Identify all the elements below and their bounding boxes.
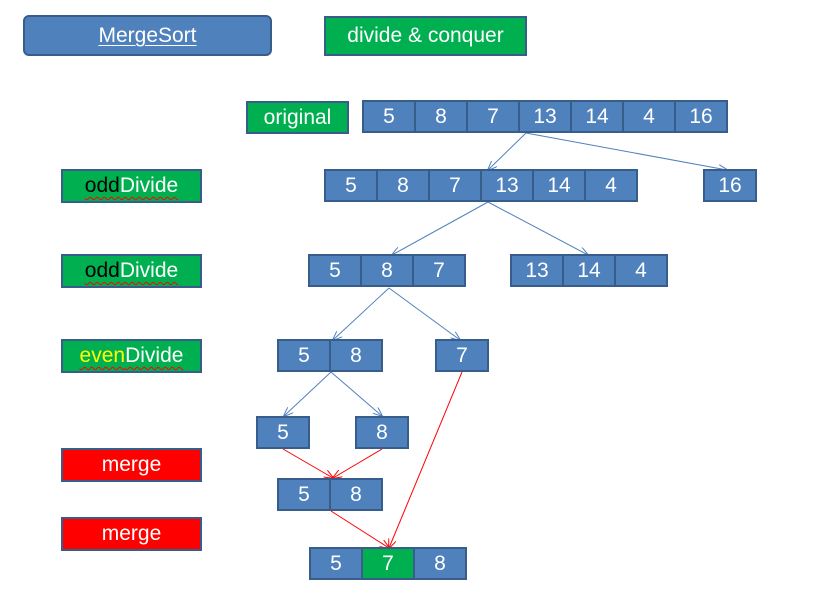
array-cell: 7: [466, 100, 520, 133]
odd-divide-text-1: oddDivide: [85, 174, 178, 198]
divide-suffix-1: Divide: [119, 174, 179, 197]
merge-label-1: merge: [61, 448, 202, 482]
array-original: 5 8 7 13 14 4 16: [362, 100, 728, 133]
array-l2-right: 13 14 4: [510, 254, 668, 287]
array-cell: 8: [413, 547, 467, 580]
odd-divide-label-1: oddDivide: [61, 169, 202, 203]
divide-suffix-3: Divide: [125, 344, 184, 367]
divide-arrow-l1-left: [392, 201, 489, 255]
phase-label: divide & conquer: [324, 16, 527, 56]
array-cell: 5: [309, 547, 363, 580]
merge-arrow-8-to-merged: [333, 448, 383, 478]
array-l4-left: 5: [256, 416, 310, 449]
array-l1-left: 5 8 7 13 14 4: [324, 169, 638, 202]
array-l1-right: 16: [703, 169, 757, 202]
array-cell: 7: [428, 169, 482, 202]
array-cell: 4: [622, 100, 676, 133]
array-cell: 5: [256, 416, 310, 449]
array-merged-1: 5 8: [277, 478, 383, 511]
divide-arrow-original-left: [488, 132, 527, 170]
divide-arrow-l2-left: [333, 287, 390, 340]
array-cell: 5: [308, 254, 362, 287]
array-l3-right: 7: [435, 339, 489, 372]
array-cell: 5: [324, 169, 378, 202]
divide-arrow-l2-right: [388, 287, 460, 340]
array-cell: 14: [532, 169, 586, 202]
array-cell: 5: [362, 100, 416, 133]
array-cell: 14: [562, 254, 616, 287]
even-divide-text: evenDivide: [80, 344, 184, 368]
array-cell: 13: [518, 100, 572, 133]
array-cell: 4: [584, 169, 638, 202]
odd-divide-text-2: oddDivide: [85, 259, 178, 283]
array-cell: 8: [329, 478, 383, 511]
array-l3-left: 5 8: [277, 339, 383, 372]
array-cell: 13: [480, 169, 534, 202]
divide-suffix-2: Divide: [119, 259, 179, 282]
array-cell: 8: [355, 416, 409, 449]
merge-arrow-5-to-merged: [282, 448, 333, 478]
array-merged-2: 5 7 8: [309, 547, 467, 580]
array-cell: 4: [614, 254, 668, 287]
odd-prefix-1: odd: [84, 174, 120, 197]
array-cell: 7: [412, 254, 466, 287]
merge-arrow-7-to-final: [389, 371, 463, 548]
array-cell: 8: [376, 169, 430, 202]
array-cell: 8: [329, 339, 383, 372]
divide-arrow-l3-right: [330, 371, 382, 416]
array-cell: 7: [435, 339, 489, 372]
odd-prefix-2: odd: [84, 259, 120, 282]
array-cell: 8: [360, 254, 414, 287]
array-cell: 14: [570, 100, 624, 133]
original-label: original: [246, 101, 349, 134]
divide-arrow-l3-left: [284, 371, 332, 416]
array-l4-right: 8: [355, 416, 409, 449]
array-cell-highlighted: 7: [361, 547, 415, 580]
even-divide-label: evenDivide: [61, 339, 202, 373]
array-cell: 16: [674, 100, 728, 133]
odd-divide-label-2: oddDivide: [61, 254, 202, 288]
merge-label-2: merge: [61, 517, 202, 551]
array-l2-left: 5 8 7: [308, 254, 466, 287]
array-cell: 5: [277, 478, 331, 511]
array-cell: 5: [277, 339, 331, 372]
even-prefix: even: [79, 344, 126, 367]
array-cell: 16: [703, 169, 757, 202]
array-cell: 8: [414, 100, 468, 133]
divide-arrow-l1-right: [487, 201, 588, 255]
title-box[interactable]: MergeSort: [23, 15, 272, 56]
array-cell: 13: [510, 254, 564, 287]
divide-arrow-original-right: [525, 132, 727, 170]
merge-arrow-merged-to-final: [330, 510, 389, 548]
